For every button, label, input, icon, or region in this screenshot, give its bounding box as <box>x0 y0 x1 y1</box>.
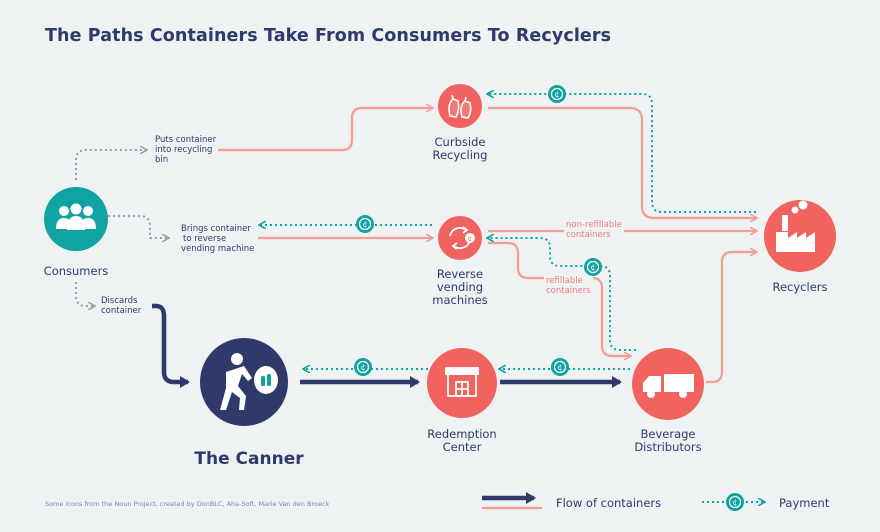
arrow-consumer-brings <box>108 215 168 238</box>
puts-container-label: Puts container into recycling bin <box>155 135 217 165</box>
factory-icon <box>776 200 815 252</box>
canner-node <box>200 338 288 426</box>
people-group-icon <box>56 203 96 230</box>
svg-text:¢: ¢ <box>732 498 737 507</box>
curbside-node <box>438 84 482 128</box>
vending-cycle-icon <box>449 226 471 250</box>
recyclers-node <box>764 200 836 272</box>
legend-flow-label: Flow of containers <box>556 496 662 510</box>
flow-puts-to-curbside <box>218 108 432 152</box>
svg-text:¢: ¢ <box>360 363 365 372</box>
reverse-label: Reverse vending machines <box>432 267 488 307</box>
non-refillable-label: non-refillable containers <box>564 220 624 240</box>
arrow-consumer-puts <box>75 150 146 180</box>
canner-label: The Canner <box>194 449 304 469</box>
svg-text:¢: ¢ <box>554 90 559 99</box>
reverse-node: ¢ <box>438 216 482 260</box>
distributors-node <box>632 348 704 420</box>
distributors-label: Beverage Distributors <box>634 427 702 454</box>
curbside-label: Curbside Recycling <box>432 135 488 162</box>
legend-payment-label: Payment <box>779 496 830 510</box>
salmon-flows <box>218 106 756 384</box>
storefront-icon <box>445 367 479 397</box>
brings-container-label: Brings container to reverse vending mach… <box>181 224 255 254</box>
arrow-consumer-discards <box>75 282 94 306</box>
flow-discards-to-canner <box>152 303 190 388</box>
consumers-node <box>44 187 108 251</box>
flow-curbside-to-recyclers <box>488 106 756 218</box>
consumers-label: Consumers <box>43 264 109 278</box>
flow-distributors-to-recyclers <box>706 252 756 384</box>
canner-figure-icon <box>220 353 278 410</box>
redemption-node <box>427 348 497 418</box>
page-title: The Paths Containers Take From Consumers… <box>45 26 612 46</box>
consumer-action-arrows <box>75 150 168 306</box>
payment-recyclers-to-curbside <box>488 94 756 213</box>
coin-icon-reverse: ¢ <box>356 215 374 233</box>
bottle-bag-icon <box>261 374 271 386</box>
coin-icon-canner: ¢ <box>354 358 372 376</box>
truck-icon <box>643 374 694 398</box>
coin-icon-redemption: ¢ <box>551 358 569 376</box>
navy-flows <box>152 303 622 388</box>
svg-text:¢: ¢ <box>468 235 472 243</box>
payment-coins: ¢ ¢ ¢ ¢ ¢ <box>354 85 602 376</box>
discards-container-label: Discards container <box>101 296 142 316</box>
legend-coin-icon: ¢ <box>726 493 744 511</box>
payment-distributors-to-reverse <box>488 238 636 351</box>
recyclers-label: Recyclers <box>772 280 828 294</box>
redemption-label: Redemption Center <box>427 427 497 454</box>
svg-text:¢: ¢ <box>590 263 595 272</box>
icon-credits: Some icons from the Noun Project, create… <box>45 500 330 508</box>
coin-icon-curbside: ¢ <box>548 85 566 103</box>
refillable-label: refillable containers <box>544 276 593 296</box>
recycling-bags-icon <box>448 94 472 119</box>
svg-text:¢: ¢ <box>557 363 562 372</box>
svg-text:¢: ¢ <box>362 220 367 229</box>
legend: ¢ <box>482 492 764 511</box>
coin-icon-distributors-reverse: ¢ <box>584 258 602 276</box>
